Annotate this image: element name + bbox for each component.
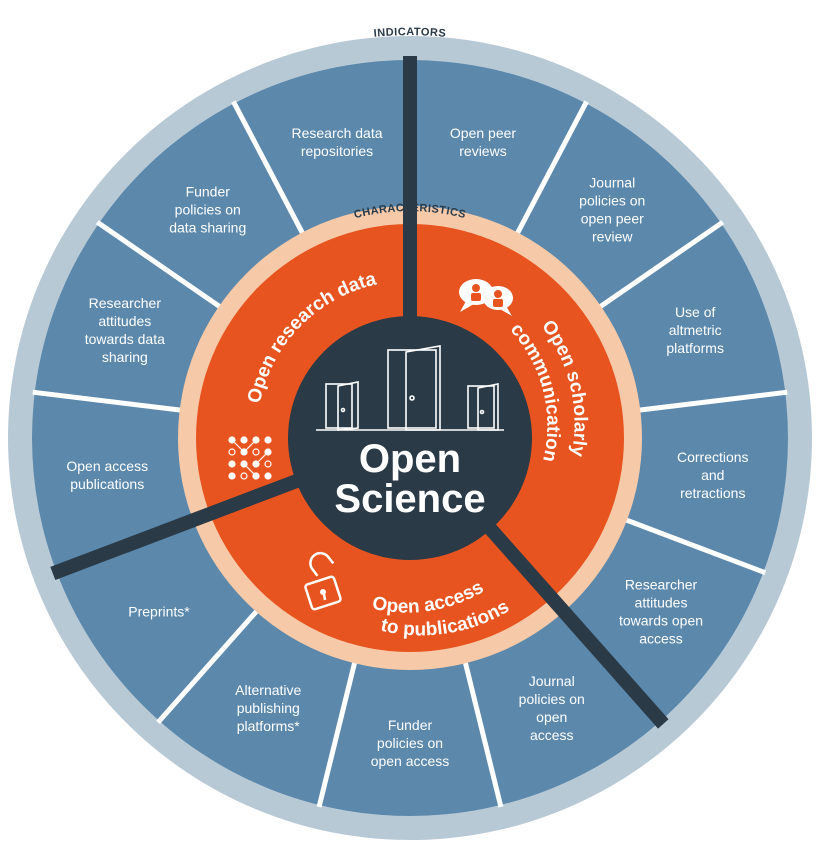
data-network-icon bbox=[228, 436, 272, 480]
indicator-divider bbox=[624, 517, 767, 576]
indicator-label: Journal policies on open access bbox=[519, 673, 585, 743]
indicator-label-line: reviews bbox=[459, 143, 506, 159]
indicator-label-line: Journal bbox=[529, 673, 575, 689]
indicator-label-line: Journal bbox=[589, 175, 635, 191]
indicator-label-line: data sharing bbox=[169, 220, 246, 236]
indicator-label-line: altmetric bbox=[669, 322, 722, 338]
indicator-divider-dark bbox=[557, 605, 669, 729]
center-disk bbox=[288, 316, 532, 560]
indicators-label: INDICATORS bbox=[373, 26, 446, 40]
indicator-divider bbox=[514, 100, 589, 236]
indicator-label-line: open bbox=[536, 709, 567, 725]
indicator-label-line: policies on bbox=[579, 193, 645, 209]
indicator-divider bbox=[32, 389, 182, 413]
indicator-label-line: policies on bbox=[175, 202, 241, 218]
indicator-label-line: open access bbox=[371, 753, 450, 769]
indicator-label: Researcher attitudes towards data sharing bbox=[85, 295, 165, 365]
indicator-label-line: and bbox=[701, 467, 724, 483]
indicator-label-line: policies on bbox=[377, 735, 443, 751]
characteristic-divider bbox=[188, 474, 301, 528]
indicator-label-line: open peer bbox=[581, 211, 644, 227]
indicator-label: Open access publications bbox=[66, 458, 148, 492]
indicator-label-line: publishing bbox=[237, 700, 300, 716]
indicator-label-line: Researcher bbox=[625, 576, 698, 592]
indicator-divider bbox=[156, 608, 260, 725]
indicator-label-line: Open access bbox=[66, 458, 148, 474]
doors-icon bbox=[316, 345, 504, 431]
indicator-label: Use of altmetric platforms bbox=[666, 304, 724, 356]
indicator-label-line: sharing bbox=[102, 349, 148, 365]
indicator-label-line: repositories bbox=[301, 143, 373, 159]
indicator-label: Funder policies on open access bbox=[371, 717, 450, 769]
indicator-divider bbox=[316, 660, 358, 808]
indicator-label: Journal policies on open peer review bbox=[579, 175, 645, 245]
indicator-label-line: Funder bbox=[388, 717, 433, 733]
indicator-label: Alternative publishing platforms* bbox=[235, 682, 301, 734]
indicator-label-line: Use of bbox=[675, 304, 716, 320]
open-padlock-icon bbox=[304, 551, 342, 611]
indicator-label-line: platforms* bbox=[237, 718, 301, 734]
indicator-label-line: Open peer bbox=[450, 125, 516, 141]
indicator-label-line: access bbox=[639, 630, 683, 646]
indicator-label-line: retractions bbox=[680, 485, 745, 501]
indicator-label-line: Alternative bbox=[235, 682, 301, 698]
indicator-divider bbox=[638, 389, 788, 413]
indicator-label-line: access bbox=[530, 727, 574, 743]
indicator-label: Research data repositories bbox=[291, 125, 382, 159]
indicator-label: Preprints* bbox=[128, 603, 190, 619]
indicator-label: Funder policies on data sharing bbox=[169, 184, 246, 236]
indicator-divider bbox=[231, 100, 306, 236]
indicator-divider bbox=[95, 220, 223, 310]
indicator-label-line: review bbox=[592, 229, 633, 245]
characteristic-dividers bbox=[188, 204, 571, 618]
indicator-label-line: Researcher bbox=[89, 295, 162, 311]
center-title-line2: Science bbox=[334, 477, 485, 521]
indicator-label-line: towards data bbox=[85, 331, 165, 347]
characteristic-divider bbox=[484, 523, 571, 618]
people-speech-icon bbox=[459, 279, 513, 316]
indicator-label: Open peer reviews bbox=[450, 125, 516, 159]
indicator-label-line: platforms bbox=[666, 340, 724, 356]
indicator-label-line: Corrections bbox=[677, 449, 749, 465]
indicator-label-line: Research data bbox=[291, 125, 382, 141]
indicator-label: Researcher attitudes towards open access bbox=[619, 576, 703, 646]
indicator-label-line: attitudes bbox=[635, 594, 688, 610]
center-title-line1: Open bbox=[359, 437, 461, 481]
indicator-label-line: Funder bbox=[186, 184, 231, 200]
indicator-divider bbox=[462, 660, 504, 808]
indicator-divider-dark bbox=[50, 513, 198, 581]
indicator-label-line: attitudes bbox=[98, 313, 151, 329]
indicator-label-line: policies on bbox=[519, 691, 585, 707]
indicator-label: Corrections and retractions bbox=[677, 449, 749, 501]
indicator-label-line: towards open bbox=[619, 612, 703, 628]
indicator-divider bbox=[597, 220, 725, 310]
indicator-label-line: Preprints* bbox=[128, 603, 190, 619]
indicator-label-line: publications bbox=[70, 476, 144, 492]
indicator-dividers bbox=[32, 56, 788, 808]
